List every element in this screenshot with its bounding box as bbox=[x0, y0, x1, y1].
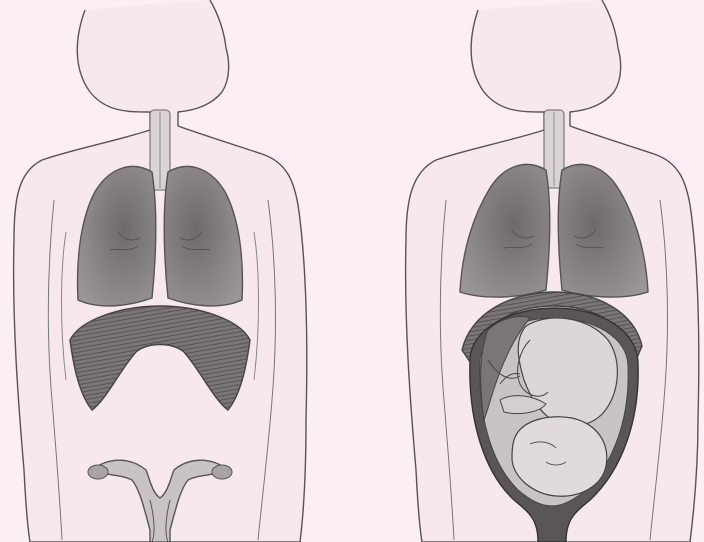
figure-pregnant bbox=[406, 0, 699, 542]
body-outline bbox=[14, 0, 307, 542]
figure-non-pregnant bbox=[14, 0, 307, 542]
fetus-head bbox=[512, 417, 607, 496]
